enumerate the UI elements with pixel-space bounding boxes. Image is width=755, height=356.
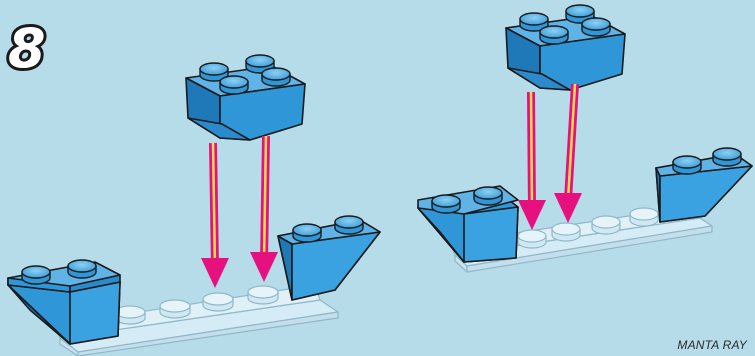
right-falling-brick-studs — [519, 4, 611, 45]
insertion-arrow-icon — [201, 142, 229, 288]
left-assembly — [7, 54, 381, 356]
insertion-arrow-icon — [554, 83, 582, 223]
left-insertion-arrows — [201, 135, 278, 288]
step-number: 8 — [5, 17, 49, 80]
right-left-brick — [417, 185, 519, 263]
right-right-brick-studs — [672, 147, 742, 175]
right-plate-studs — [517, 207, 659, 249]
right-insertion-arrows — [518, 83, 582, 230]
right-left-brick-studs — [431, 186, 503, 214]
left-right-brick-studs — [292, 215, 364, 243]
model-name-label: MANTA RAY — [677, 338, 747, 352]
insertion-arrow-icon — [518, 91, 546, 230]
left-slope-brick-studs — [21, 259, 97, 285]
left-falling-brick-studs — [199, 54, 291, 95]
insertion-arrow-icon — [250, 135, 278, 282]
right-assembly — [417, 4, 753, 273]
